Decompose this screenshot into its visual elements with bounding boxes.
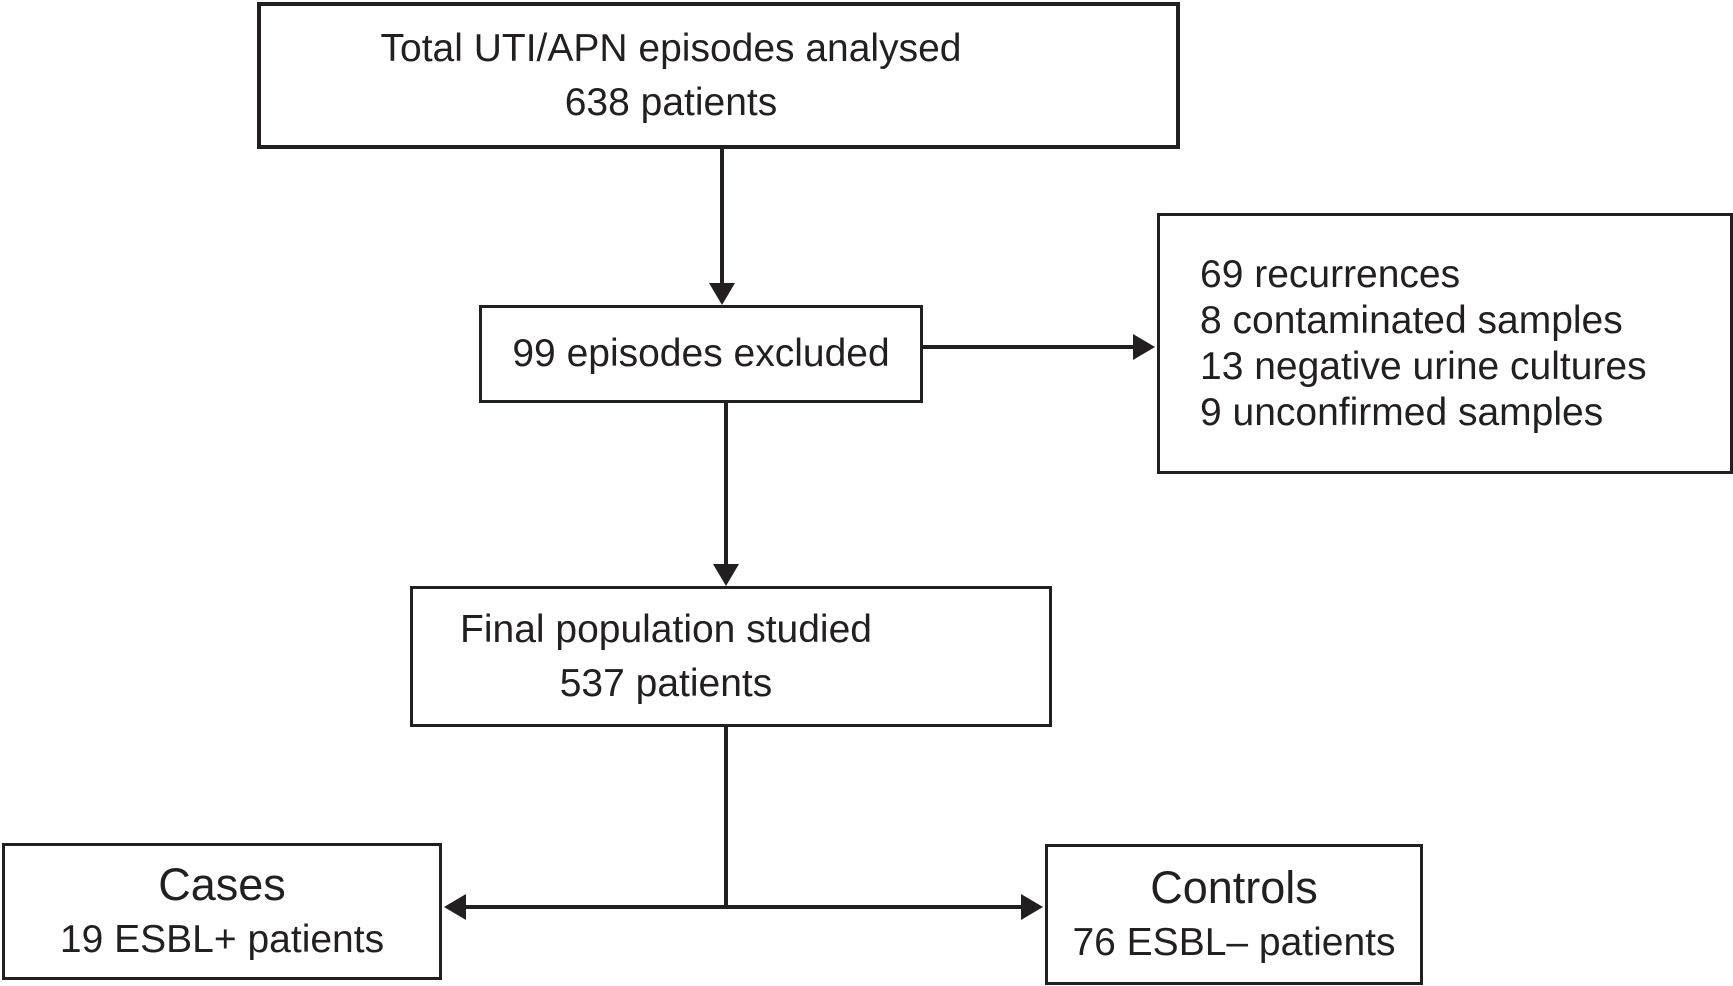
box-controls: Controls 76 ESBL– patients [1045,844,1423,985]
box-episodes-excluded: 99 episodes excluded [479,305,923,403]
controls-title: Controls [1150,861,1318,913]
cases-count: 19 ESBL+ patients [59,917,385,961]
controls-count: 76 ESBL– patients [1072,920,1396,964]
arrowhead-right-icon [1021,894,1043,920]
final-population-count: 537 patients [559,661,773,705]
arrow-excluded-to-reasons [923,334,1155,360]
arrowhead-right-icon [1133,334,1155,360]
arrowhead-left-icon [444,894,466,920]
total-episodes-line1: Total UTI/APN episodes analysed [380,26,962,70]
exclusion-reason-recurrences: 69 recurrences [1200,252,1461,296]
connector-final-to-groups [444,727,1043,920]
total-episodes-count: 638 patients [564,80,778,124]
box-final-population: Final population studied 537 patients [410,586,1052,727]
arrowhead-down-icon [709,283,735,305]
arrowhead-down-icon [713,564,739,586]
cases-title: Cases [158,858,286,910]
box-exclusion-reasons: 69 recurrences 8 contaminated samples 13… [1157,213,1733,474]
box-total-episodes: Total UTI/APN episodes analysed 638 pati… [257,2,1180,149]
exclusion-reason-negative-cultures: 13 negative urine cultures [1200,344,1647,388]
exclusion-reason-contaminated: 8 contaminated samples [1200,298,1623,342]
box-cases: Cases 19 ESBL+ patients [2,843,442,980]
exclusion-reason-unconfirmed: 9 unconfirmed samples [1200,390,1604,434]
episodes-excluded-label: 99 episodes excluded [512,332,890,375]
arrow-excluded-to-final [713,403,739,586]
final-population-line1: Final population studied [460,607,872,651]
arrow-total-to-excluded [709,149,735,305]
